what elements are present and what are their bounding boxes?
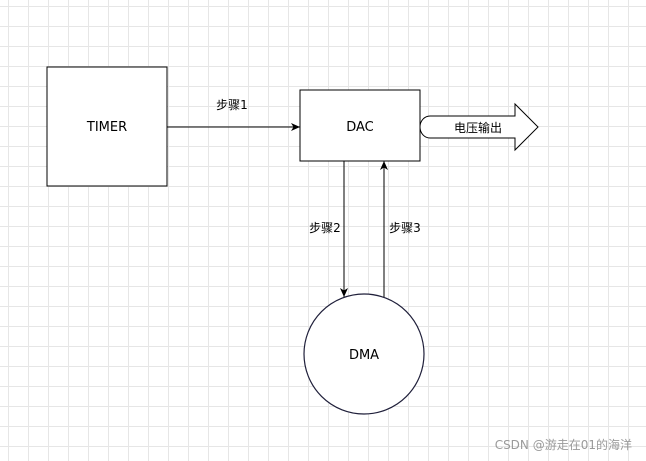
edge-step2-label: 步骤2: [309, 221, 341, 235]
voltage-output-arrow[interactable]: 电压输出: [419, 102, 539, 152]
edge-step3-label: 步骤3: [389, 221, 421, 235]
timer-label: TIMER: [86, 120, 127, 135]
dac-label: DAC: [346, 120, 374, 135]
edge-step3[interactable]: 步骤3: [380, 161, 421, 297]
voltage-output-label: 电压输出: [454, 120, 502, 135]
timer-node[interactable]: TIMER: [46, 66, 168, 187]
dma-label: DMA: [349, 348, 379, 363]
edge-step1-label: 步骤1: [216, 98, 248, 112]
csdn-watermark: CSDN @游走在01的海洋: [494, 438, 632, 452]
edge-step2[interactable]: 步骤2: [309, 161, 348, 297]
edge-step1[interactable]: 步骤1: [167, 98, 300, 131]
dma-node[interactable]: DMA: [303, 293, 425, 415]
dac-node[interactable]: DAC: [299, 89, 421, 162]
